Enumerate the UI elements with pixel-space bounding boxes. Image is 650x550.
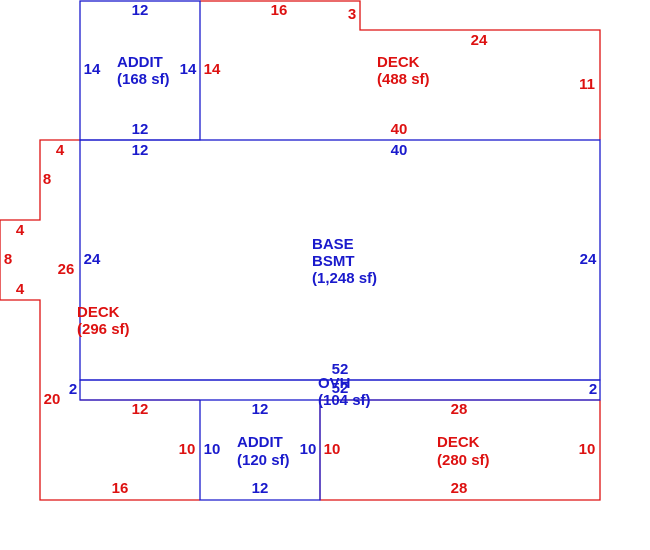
dim-label: 28 bbox=[451, 401, 468, 418]
deck-left-size: (296 sf) bbox=[77, 321, 130, 338]
dim-label: 12 bbox=[132, 121, 149, 138]
dim-label: 24 bbox=[471, 32, 488, 49]
dim-label: 14 bbox=[180, 61, 197, 78]
dim-label: 3 bbox=[348, 6, 356, 23]
dim-label: 4 bbox=[56, 142, 65, 159]
dim-label: 16 bbox=[112, 480, 129, 497]
addit-top-size: (168 sf) bbox=[117, 71, 170, 88]
dim-label: 14 bbox=[84, 61, 101, 78]
dim-label: 16 bbox=[271, 2, 288, 19]
deck-bottom-size: (280 sf) bbox=[437, 452, 490, 469]
dim-label: 14 bbox=[204, 61, 221, 78]
area-labels: ADDIT (168 sf) DECK (488 sf) BASE BSMT (… bbox=[77, 54, 490, 469]
dim-label: 12 bbox=[132, 142, 149, 159]
dim-label: 40 bbox=[391, 121, 408, 138]
dim-label: 24 bbox=[84, 251, 101, 268]
dim-label: 10 bbox=[204, 441, 221, 458]
base-name-2: BSMT bbox=[312, 253, 355, 270]
dim-label: 28 bbox=[451, 480, 468, 497]
ovh-outline[interactable] bbox=[79, 379, 601, 401]
dim-label: 10 bbox=[579, 441, 596, 458]
deck-bottom-name: DECK bbox=[437, 434, 480, 451]
addit-bottom-name: ADDIT bbox=[237, 434, 283, 451]
dimension-labels: 12 14 14 12 12 40 24 24 52 52 2 2 12 10 … bbox=[4, 2, 597, 497]
addit-bottom-size: (120 sf) bbox=[237, 452, 290, 469]
dim-label: 4 bbox=[16, 222, 25, 239]
addit-top-name: ADDIT bbox=[117, 54, 163, 71]
dim-label: 52 bbox=[332, 361, 349, 378]
ovh-name: OVH bbox=[318, 375, 351, 392]
dim-label: 2 bbox=[69, 381, 77, 398]
dim-label: 4 bbox=[16, 281, 25, 298]
deck-top-size: (488 sf) bbox=[377, 71, 430, 88]
dim-label: 52 bbox=[332, 380, 349, 397]
dim-label: 26 bbox=[58, 261, 75, 278]
dim-label: 12 bbox=[252, 480, 269, 497]
base-size: (1,248 sf) bbox=[312, 270, 377, 287]
dim-label: 10 bbox=[324, 441, 341, 458]
blue-area-lines bbox=[79, 0, 601, 501]
dim-label: 10 bbox=[179, 441, 196, 458]
deck-left-name: DECK bbox=[77, 304, 120, 321]
dim-label: 20 bbox=[44, 391, 61, 408]
base-name-1: BASE bbox=[312, 236, 354, 253]
ovh-size: (104 sf) bbox=[318, 392, 371, 409]
dim-label: 12 bbox=[132, 401, 149, 418]
dim-label: 12 bbox=[132, 2, 149, 19]
dim-label: 40 bbox=[391, 142, 408, 159]
deck-left-outline[interactable] bbox=[0, 139, 200, 501]
dim-label: 8 bbox=[4, 251, 12, 268]
dim-label: 11 bbox=[579, 76, 595, 93]
dim-label: 12 bbox=[252, 401, 269, 418]
dim-label: 10 bbox=[300, 441, 317, 458]
dim-label: 24 bbox=[580, 251, 597, 268]
dim-label: 8 bbox=[43, 171, 51, 188]
dim-label: 2 bbox=[589, 381, 597, 398]
deck-top-name: DECK bbox=[377, 54, 420, 71]
addit-bottom-outline[interactable] bbox=[199, 400, 321, 501]
deck-top-outline[interactable] bbox=[200, 0, 601, 140]
